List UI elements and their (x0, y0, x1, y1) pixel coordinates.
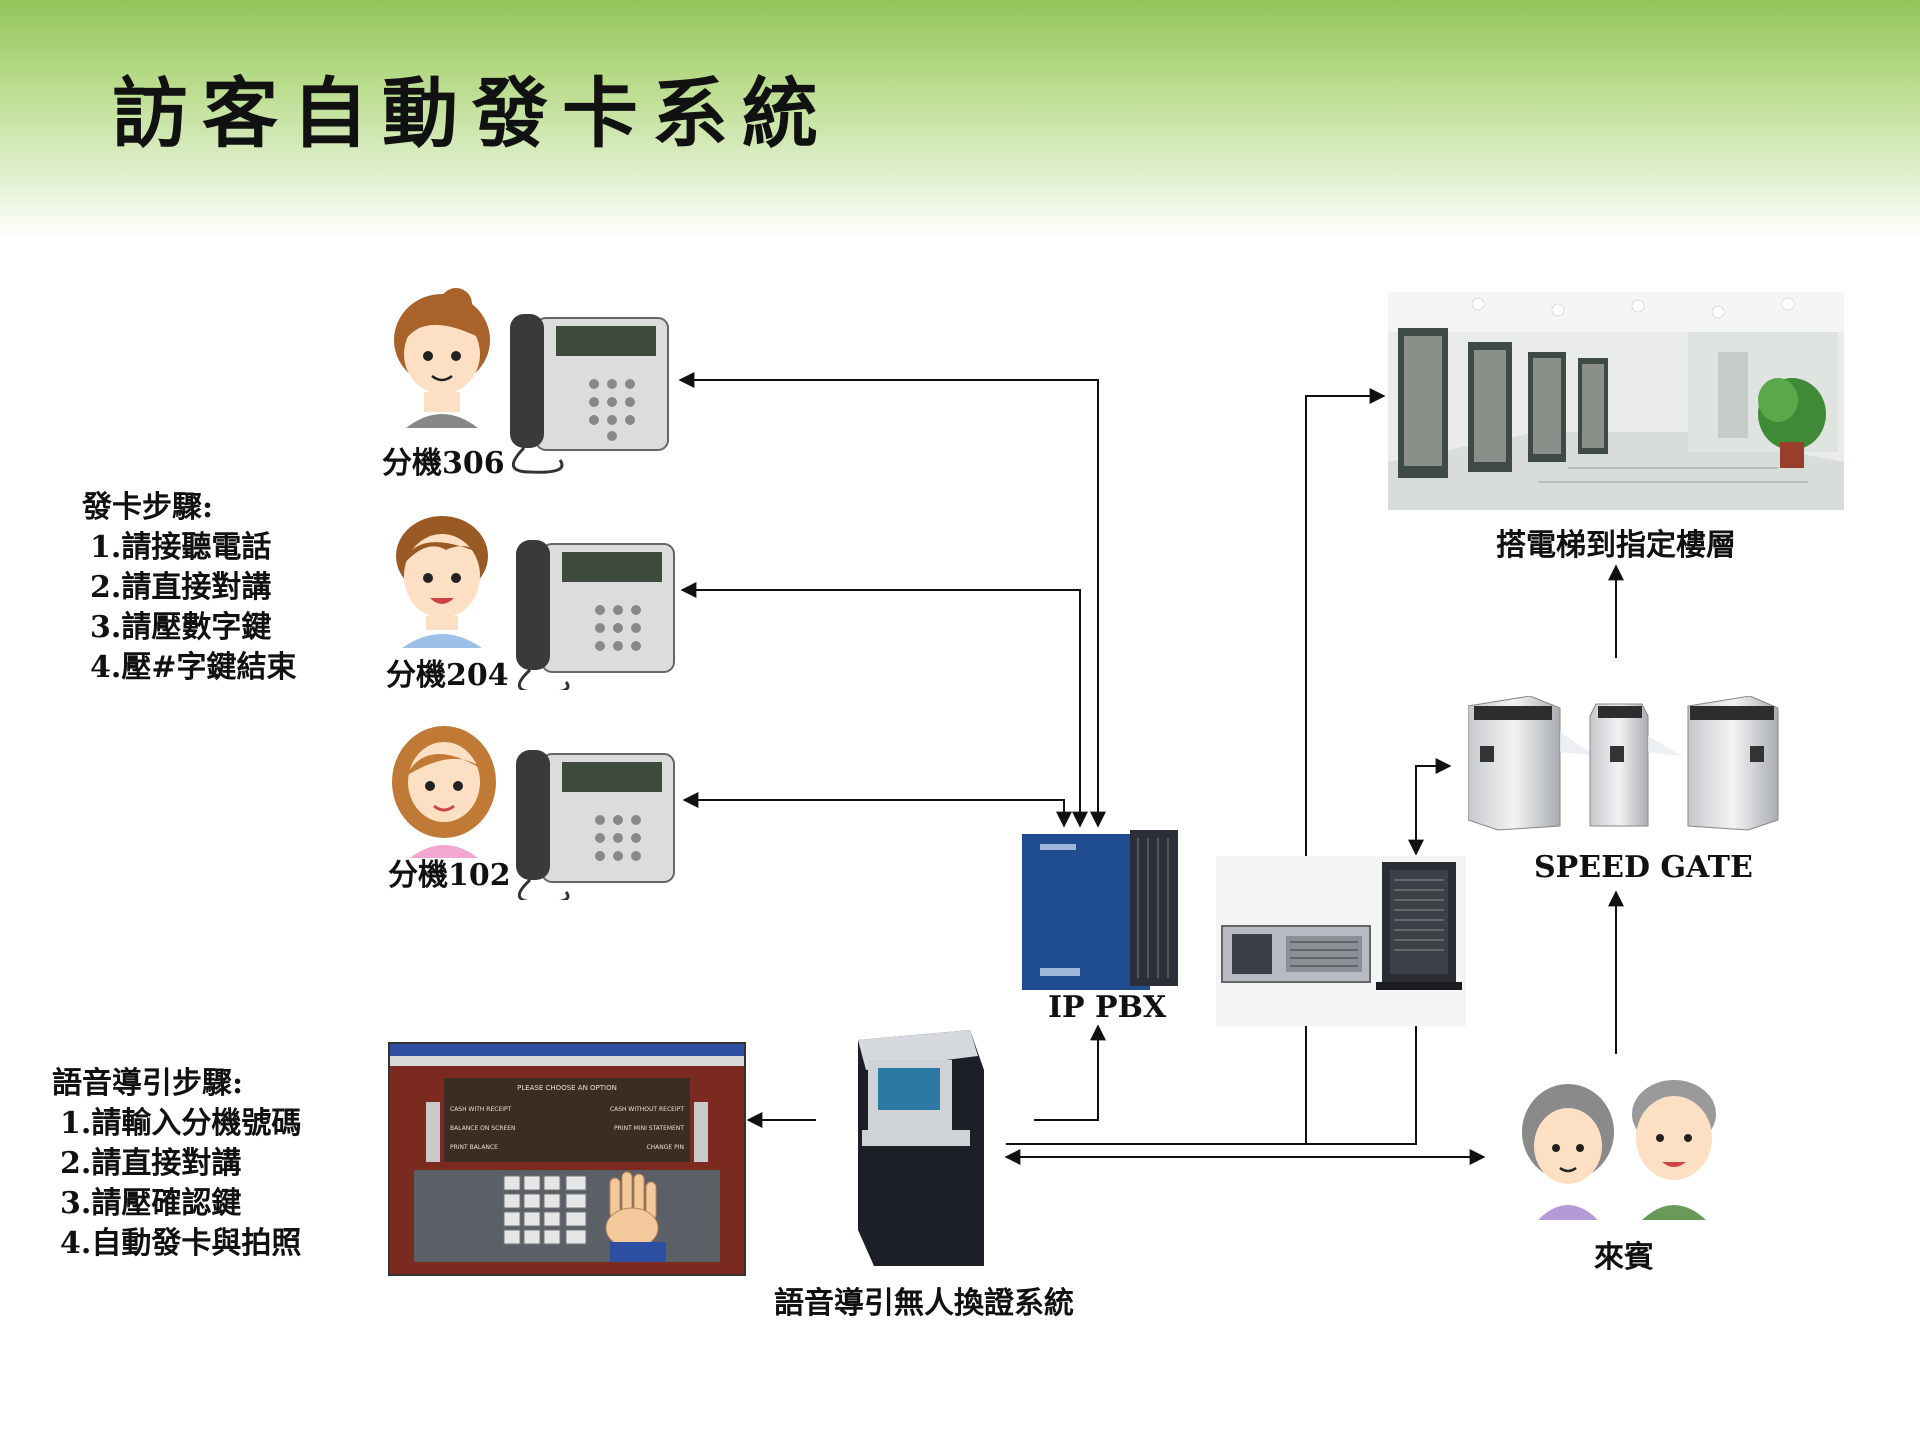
voice-steps-heading: 語音導引步驟: (52, 1066, 244, 1101)
elevator-door-icon (1528, 352, 1566, 462)
voice-steps: 語音導引步驟: 1.請輸入分機號碼 2.請直接對講 3.請壓確認鍵 4.自動發卡… (52, 1064, 301, 1264)
voice-step: 3.請壓確認鍵 (60, 1186, 242, 1221)
atm-option: PRINT MINI STATEMENT (614, 1125, 684, 1132)
pbx-label: IP PBX (1048, 990, 1167, 1025)
plant-icon (1758, 378, 1826, 468)
boy-avatar-icon (396, 516, 488, 648)
atm-prompt: PLEASE CHOOSE AN OPTION (517, 1084, 617, 1092)
atm-option: CASH WITH RECEIPT (450, 1106, 512, 1113)
elderly-woman-icon (1522, 1084, 1614, 1220)
desk-phone-icon (510, 314, 669, 474)
tower-server-icon (1376, 862, 1462, 990)
extension-306-group (394, 288, 669, 474)
atm-keypad-panel (414, 1170, 720, 1262)
elevator-door-icon (1578, 358, 1608, 454)
gate-post (1589, 703, 1649, 827)
desk-phone-icon (516, 540, 675, 690)
atm-option: PRINT BALANCE (450, 1144, 498, 1151)
desk-phone-icon (516, 750, 675, 900)
ip-pbx-icon (1022, 830, 1178, 990)
woman-avatar-icon (394, 288, 490, 428)
gate-post (1468, 696, 1561, 831)
card-step: 4.壓#字鍵結束 (90, 650, 297, 685)
elevator-door-icon (1398, 328, 1448, 478)
atm-option: CHANGE PIN (646, 1144, 684, 1151)
keypad-icon (503, 1171, 666, 1262)
voice-step: 2.請直接對講 (60, 1146, 242, 1181)
card-step: 1.請接聽電話 (90, 530, 272, 565)
elderly-man-icon (1632, 1080, 1716, 1220)
speed-gate-label: SPEED GATE (1534, 850, 1753, 885)
window-titlebar (390, 1044, 744, 1056)
extension-306-label: 分機306 (382, 446, 505, 481)
elevator-door-icon (1468, 342, 1512, 472)
page-title: 訪客自動發卡系統 (112, 69, 832, 158)
visitor-label: 來賓 (1594, 1240, 1654, 1275)
kiosk-label: 語音導引無人換證系統 (774, 1286, 1074, 1321)
link-kiosk-servers (1006, 996, 1424, 1145)
voice-step: 4.自動發卡與拍照 (60, 1226, 302, 1261)
extension-102-group (392, 726, 675, 900)
link-102-pbx (682, 792, 1072, 828)
window-menubar (390, 1056, 744, 1066)
servers-icon (1216, 856, 1466, 1026)
extension-204-label: 分機204 (386, 658, 509, 693)
elevator-label: 搭電梯到指定樓層 (1496, 528, 1736, 563)
card-step: 3.請壓數字鍵 (90, 610, 272, 645)
card-steps-heading: 發卡步驟: (82, 490, 214, 525)
extension-204-group (396, 516, 675, 690)
atm-option: BALANCE ON SCREEN (450, 1125, 516, 1132)
gate-post (1687, 696, 1779, 831)
rack-server-icon (1221, 925, 1371, 983)
atm-side-buttons (426, 1102, 440, 1162)
link-server-elevator (1298, 388, 1386, 922)
card-steps: 發卡步驟: 1.請接聽電話 2.請直接對講 3.請壓數字鍵 4.壓#字鍵結束 (82, 488, 296, 688)
visitors-icon (1522, 1080, 1716, 1220)
girl-avatar-icon (392, 726, 496, 858)
atm-display: PLEASE CHOOSE AN OPTION CASH WITH RECEIP… (444, 1078, 690, 1162)
link-kiosk-pbx (1034, 1024, 1106, 1121)
elevator-lobby-image (1388, 292, 1844, 510)
atm-screen-image: PLEASE CHOOSE AN OPTION CASH WITH RECEIP… (388, 1042, 746, 1276)
hand-icon (605, 1171, 659, 1249)
card-step: 2.請直接對講 (90, 570, 272, 605)
atm-option: CASH WITHOUT RECEIPT (609, 1106, 684, 1113)
link-306-pbx (678, 372, 1106, 828)
header-banner (0, 0, 1920, 240)
extension-102-label: 分機102 (388, 858, 511, 893)
speed-gate-icon (1468, 696, 1779, 831)
kiosk-icon (858, 1030, 984, 1266)
voice-step: 1.請輸入分機號碼 (60, 1106, 302, 1141)
atm-side-buttons (694, 1102, 708, 1162)
link-204-pbx (680, 582, 1088, 828)
link-tower-gate (1408, 758, 1452, 856)
